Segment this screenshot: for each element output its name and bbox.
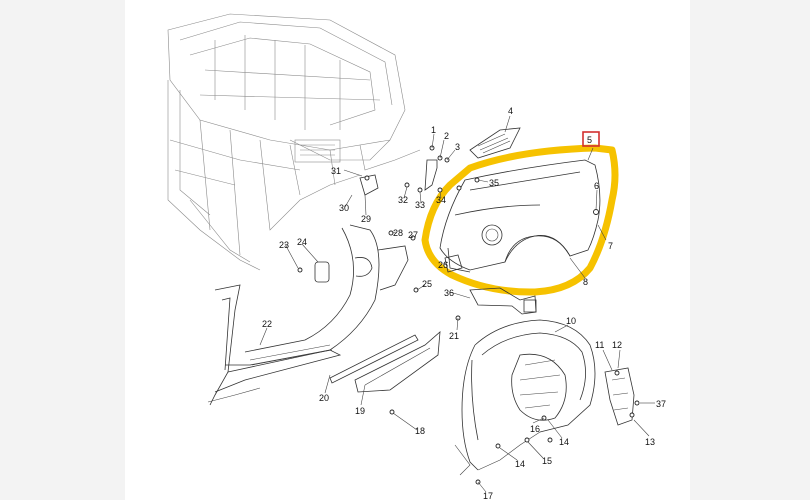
callout-label: 27 xyxy=(408,230,418,240)
callout-label: 22 xyxy=(262,319,272,329)
callout-label: 10 xyxy=(566,316,576,326)
callout-label: 1 xyxy=(431,125,436,135)
callout-label: 5 xyxy=(587,135,592,145)
callout-label: 16 xyxy=(530,424,540,434)
quarter-panel-highlight xyxy=(421,144,619,296)
callout-label: 7 xyxy=(608,241,613,251)
callout-label: 35 xyxy=(489,178,499,188)
callout-label: 14 xyxy=(515,459,525,469)
fasteners xyxy=(297,145,640,485)
callout-label: 29 xyxy=(361,214,371,224)
leader-lines xyxy=(259,115,655,493)
callout-label: 4 xyxy=(508,106,513,116)
callout-label: 12 xyxy=(612,340,622,350)
quarter-panel-drawing xyxy=(439,159,601,273)
callout-label: 21 xyxy=(449,331,459,341)
callout-label: 34 xyxy=(436,195,446,205)
callout-label: 14 xyxy=(559,437,569,447)
callout-label: 36 xyxy=(444,288,454,298)
selected-part-marker xyxy=(582,131,600,147)
callout-label: 33 xyxy=(415,200,425,210)
right-margin xyxy=(690,0,810,500)
callout-label: 2 xyxy=(444,131,449,141)
splash-shield-drawing xyxy=(604,367,635,426)
callout-label: 20 xyxy=(319,393,329,403)
callout-label: 11 xyxy=(595,340,604,350)
callout-label: 3 xyxy=(455,142,460,152)
body-structure-drawing xyxy=(167,13,421,271)
wheelhouse-liner-drawing xyxy=(454,319,596,476)
callout-label: 25 xyxy=(422,279,432,289)
callout-label: 6 xyxy=(594,181,599,191)
door-frame-drawing xyxy=(207,224,409,406)
callout-label: 24 xyxy=(297,237,307,247)
callout-label: 19 xyxy=(355,406,365,416)
sill-trim-drawing xyxy=(329,331,441,393)
callout-label: 30 xyxy=(339,203,349,213)
callout-label: 31 xyxy=(331,166,341,176)
callout-label: 18 xyxy=(415,426,425,436)
callout-label: 32 xyxy=(398,195,408,205)
left-margin xyxy=(0,0,125,500)
callout-label: 17 xyxy=(483,491,493,500)
callout-label: 37 xyxy=(656,399,666,409)
callout-labels: 1 2 3 4 5 6 7 8 10 11 12 13 14 14 15 16 … xyxy=(262,106,666,500)
small-parts-drawing xyxy=(359,159,537,315)
callout-label: 28 xyxy=(393,228,403,238)
callout-label: 13 xyxy=(645,437,655,447)
callout-label: 15 xyxy=(542,456,552,466)
callout-label: 23 xyxy=(279,240,289,250)
trim-panel-4-drawing xyxy=(469,127,521,159)
callout-label: 26 xyxy=(438,260,448,270)
callout-label: 8 xyxy=(583,277,588,287)
